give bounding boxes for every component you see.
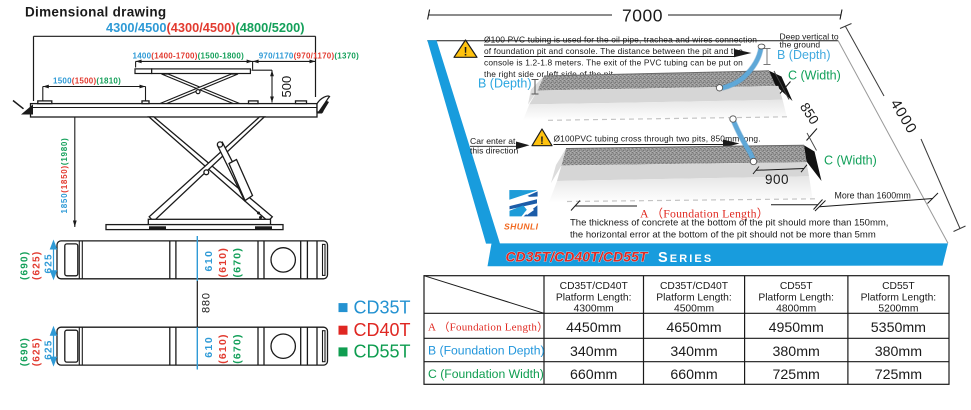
svg-text:5200mm: 5200mm [878,304,918,315]
svg-text:The thickness of concrete at: The thickness of concrete at the bottom … [570,218,888,229]
svg-text:CD35T/CD40T: CD35T/CD40T [560,281,629,292]
svg-text:970/1170(970/1170)(1370): 970/1170(970/1170)(1370) [259,52,359,61]
svg-text:340mm: 340mm [570,344,617,360]
svg-text:CD35T: CD35T [354,297,411,317]
svg-text:725mm: 725mm [773,367,820,383]
svg-text:1400(1400-1700)(1500-1800): 1400(1400-1700)(1500-1800) [133,52,245,61]
svg-text:660mm: 660mm [670,367,717,383]
svg-text:(610): (610) [217,333,229,364]
svg-text:Car enter at: Car enter at [470,136,516,146]
svg-text:Platform Length:: Platform Length: [861,293,937,304]
svg-text:(625): (625) [32,251,43,280]
svg-text:CD55T: CD55T [354,342,411,362]
svg-text:(690): (690) [20,251,31,280]
svg-text:1500(1500)(1810): 1500(1500)(1810) [53,77,121,86]
svg-text:1850(1850)(1980): 1850(1850)(1980) [60,137,69,213]
svg-text:C (Foundation Width): C (Foundation Width) [428,367,544,381]
svg-text:4300/4500(4300/4500)(4800/5200: 4300/4500(4300/4500)(4800/5200) [106,20,305,35]
svg-text:4650mm: 4650mm [666,320,721,336]
svg-text:CD55T: CD55T [780,281,813,292]
svg-text:(625): (625) [32,337,43,366]
svg-text:SERIES: SERIES [658,250,713,266]
svg-text:(690): (690) [20,337,31,366]
svg-text:Platform Length:: Platform Length: [656,293,732,304]
svg-text:4300mm: 4300mm [574,304,614,315]
svg-text:4800mm: 4800mm [776,304,816,315]
svg-text:this direction: this direction [470,146,518,156]
svg-text:610: 610 [203,249,215,271]
svg-text:4950mm: 4950mm [769,320,824,336]
svg-text:7000: 7000 [622,5,663,25]
svg-text:4500mm: 4500mm [674,304,714,315]
svg-text:4450mm: 4450mm [566,320,621,336]
svg-text:500: 500 [279,76,294,98]
svg-text:of foundation pit and console.: of foundation pit and console. The dista… [484,46,743,56]
svg-text:B (Depth): B (Depth) [777,48,831,62]
svg-text:660mm: 660mm [570,367,617,383]
svg-text:B (Depth): B (Depth) [478,77,532,91]
svg-text:380mm: 380mm [773,344,820,360]
svg-text:the right side or left side of: the right side or left side of the pit. [484,69,616,79]
svg-text:CD35T/CD40T/CD55T: CD35T/CD40T/CD55T [506,250,650,265]
svg-text:!: ! [464,47,468,59]
svg-text:A （Foundation Length）: A （Foundation Length） [640,207,769,221]
svg-text:610: 610 [203,336,215,358]
svg-text:Platform Length:: Platform Length: [556,293,632,304]
svg-text:5350mm: 5350mm [871,320,926,336]
svg-text:Platform Length:: Platform Length: [758,293,834,304]
svg-text:the ground: the ground [780,40,821,50]
svg-text:725mm: 725mm [875,367,922,383]
svg-text:4000: 4000 [887,96,921,137]
svg-text:CD55T: CD55T [882,281,915,292]
svg-text:More than 1600mm: More than 1600mm [835,191,911,201]
svg-text:SHUNLI: SHUNLI [504,222,539,232]
svg-text:the horizontal error at the bo: the horizontal error at the bottom of th… [570,230,876,241]
svg-text:Dimensional drawing: Dimensional drawing [25,5,166,20]
svg-text:(610): (610) [217,247,229,278]
svg-text:B (Foundation Depth): B (Foundation Depth) [428,344,545,358]
svg-text:380mm: 380mm [875,344,922,360]
svg-text:CD35T/CD40T: CD35T/CD40T [660,281,729,292]
svg-text:(670): (670) [232,247,244,278]
svg-text:625: 625 [44,253,55,273]
svg-text:console is 1.2-1.8 meters. The: console is 1.2-1.8 meters. The exit of t… [484,58,743,68]
svg-text:850: 850 [797,100,822,127]
svg-text:C (Width): C (Width) [788,69,841,83]
svg-text:!: ! [540,135,544,147]
svg-text:625: 625 [44,340,55,360]
svg-text:(670): (670) [232,333,244,364]
svg-text:Ø100 PVC tubing is used for th: Ø100 PVC tubing is used for the oil pipe… [484,35,757,45]
svg-text:900: 900 [765,172,789,187]
svg-text:Ø100PVC tubing cross through t: Ø100PVC tubing cross through two pits, 8… [554,134,761,144]
svg-text:880: 880 [201,292,213,313]
svg-text:A （Foundation Length）: A （Foundation Length） [428,321,548,334]
svg-text:Deep vertical to: Deep vertical to [780,31,839,41]
svg-text:340mm: 340mm [670,344,717,360]
svg-text:C (Width): C (Width) [824,154,877,168]
svg-text:CD40T: CD40T [354,320,411,340]
